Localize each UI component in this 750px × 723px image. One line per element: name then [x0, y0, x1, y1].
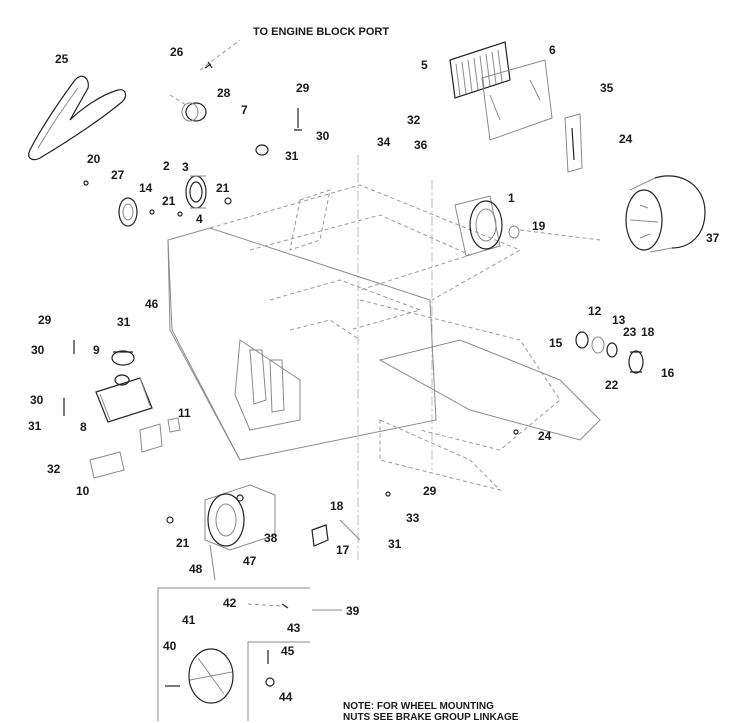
- callout-40: 40: [163, 639, 177, 653]
- callout-31-lower: 31: [28, 419, 42, 433]
- callout-24: 24: [619, 132, 633, 146]
- hydraulic-motor-1-drawing: [454, 195, 520, 257]
- callout-27: 27: [111, 168, 125, 182]
- callout-32-left: 32: [47, 462, 61, 476]
- callout-37: 37: [706, 231, 720, 245]
- callout-44: 44: [279, 690, 293, 704]
- callout-42: 42: [223, 596, 237, 610]
- pulley-28-drawing: [169, 94, 207, 122]
- note-line-2: NUTS SEE BRAKE GROUP LINKAGE: [343, 712, 519, 723]
- callout-21-lower: 21: [176, 536, 190, 550]
- callout-26: 26: [170, 45, 184, 59]
- callout-12: 12: [588, 304, 602, 318]
- callout-46: 46: [145, 297, 159, 311]
- coupling-37-drawing: [519, 175, 706, 253]
- callout-3: 3: [182, 160, 189, 174]
- callout-4: 4: [196, 212, 203, 226]
- callout-31-lower-right: 31: [388, 537, 402, 551]
- axle-assembly-drawing: [575, 331, 644, 374]
- callout-48: 48: [189, 562, 203, 576]
- callout-38: 38: [264, 531, 278, 545]
- callout-35: 35: [600, 81, 614, 95]
- callout-8: 8: [80, 420, 87, 434]
- callout-20: 20: [87, 152, 101, 166]
- callout-2: 2: [163, 159, 170, 173]
- callout-30-left: 30: [31, 343, 45, 357]
- callout-29-lower: 29: [423, 484, 437, 498]
- callout-17: 17: [336, 543, 350, 557]
- main-frame-drawing: [167, 184, 601, 491]
- callout-21-right: 21: [216, 181, 230, 195]
- callout-11: 11: [178, 406, 191, 420]
- callout-30-lower: 30: [30, 393, 44, 407]
- callout-22: 22: [605, 378, 619, 392]
- callout-16: 16: [661, 366, 675, 380]
- callout-43: 43: [287, 621, 301, 635]
- callout-32: 32: [407, 113, 421, 127]
- drive-belt-drawing: [28, 75, 127, 161]
- callout-10: 10: [76, 484, 90, 498]
- callout-14: 14: [139, 181, 153, 195]
- callout-15: 15: [549, 336, 563, 350]
- callout-33: 33: [406, 511, 420, 525]
- engine-port-label: TO ENGINE BLOCK PORT: [253, 26, 390, 38]
- callout-39: 39: [346, 604, 360, 618]
- callout-13: 13: [612, 313, 626, 327]
- callout-41: 41: [182, 613, 196, 627]
- callout-31: 31: [285, 149, 299, 163]
- callout-45: 45: [281, 644, 295, 658]
- callout-6: 6: [549, 43, 556, 57]
- callout-30: 30: [316, 129, 330, 143]
- callout-18-lower: 18: [330, 499, 344, 513]
- callout-25: 25: [55, 52, 69, 66]
- callout-19: 19: [532, 219, 546, 233]
- callout-31-left: 31: [117, 315, 131, 329]
- callout-9: 9: [93, 343, 100, 357]
- callout-5: 5: [421, 58, 428, 72]
- callout-34: 34: [377, 135, 391, 149]
- gears-drawing: [83, 175, 232, 227]
- callout-18-right: 18: [641, 325, 655, 339]
- note-line-1: NOTE: FOR WHEEL MOUNTING: [343, 701, 494, 712]
- callout-7: 7: [241, 103, 248, 117]
- callout-23: 23: [623, 325, 637, 339]
- callout-36: 36: [414, 138, 428, 152]
- callout-28: 28: [217, 86, 231, 100]
- reservoir-tank-drawing: [63, 340, 153, 423]
- callout-1: 1: [508, 191, 515, 205]
- detail-inset-drawing: [157, 587, 342, 721]
- pump-assembly-drawing: [166, 484, 276, 581]
- heat-sink-drawing: [449, 41, 553, 141]
- callout-21-left: 21: [162, 194, 176, 208]
- callout-24-lower: 24: [538, 429, 552, 443]
- callout-29: 29: [296, 81, 310, 95]
- callout-47: 47: [243, 554, 257, 568]
- callout-29-left: 29: [38, 313, 52, 327]
